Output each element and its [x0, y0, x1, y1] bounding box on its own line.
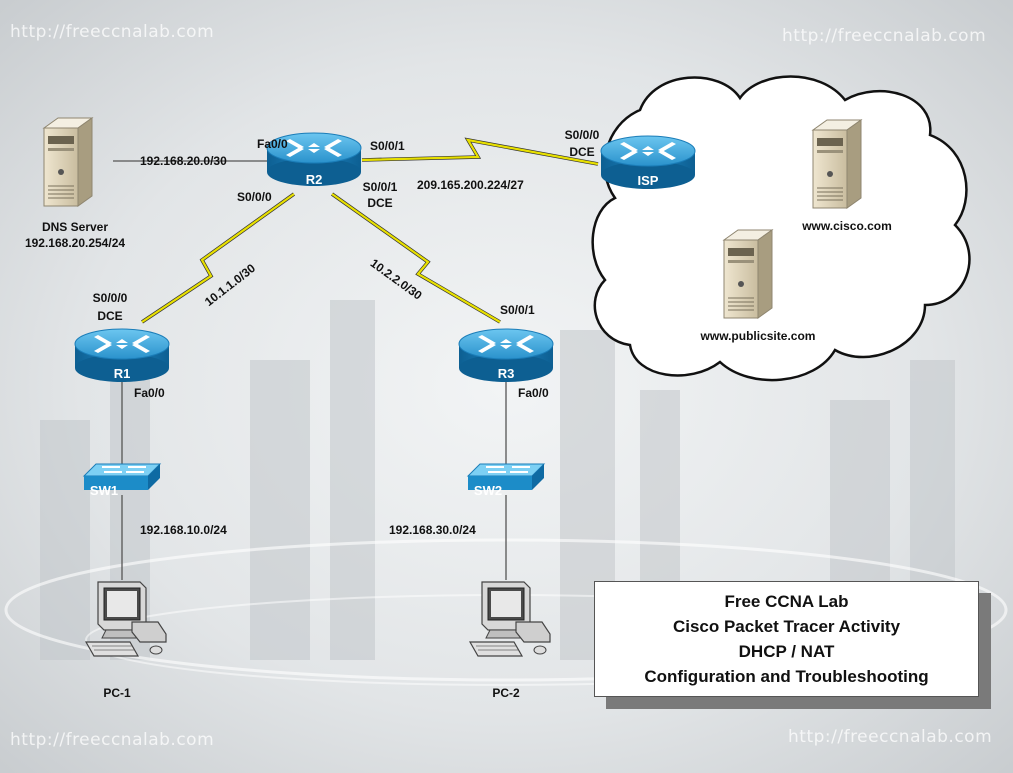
r1-dce-label: DCE — [97, 309, 123, 323]
cisco-server-label: www.cisco.com — [802, 219, 892, 233]
r1-fa00-label: Fa0/0 — [134, 386, 165, 400]
info-line-2: Cisco Packet Tracer Activity — [672, 617, 901, 636]
router-r1-label: R1 — [113, 366, 131, 381]
r1-s000-label: S0/0/0 — [92, 291, 128, 305]
r3-fa00-label: Fa0/0 — [518, 386, 549, 400]
dns-link-network: 192.168.20.0/30 — [140, 154, 227, 168]
switch-sw1-label: SW1 — [89, 483, 119, 498]
dns-server-icon — [43, 117, 93, 207]
info-line-3: DHCP / NAT — [738, 642, 835, 661]
isp-s000-label: S0/0/0 — [564, 128, 600, 142]
lan1-network: 192.168.10.0/24 — [140, 523, 227, 537]
isp-link-network: 209.165.200.224/27 — [417, 178, 524, 192]
watermark: http://freeccnalab.com — [788, 727, 993, 747]
lab-info-box: Free CCNA Lab Cisco Packet Tracer Activi… — [594, 581, 979, 697]
router-r3-label: R3 — [497, 366, 515, 381]
router-isp-label: ISP — [637, 173, 659, 188]
dns-server-name: DNS Server — [41, 220, 109, 234]
r2-s001-label: S0/0/1 — [370, 139, 405, 153]
cisco-server-icon — [812, 119, 862, 209]
r2-fa00-label: Fa0/0 — [257, 137, 288, 151]
lan2-network: 192.168.30.0/24 — [389, 523, 476, 537]
r2-dce-label: DCE — [367, 196, 393, 210]
info-line-1: Free CCNA Lab — [724, 592, 849, 611]
info-line-4: Configuration and Troubleshooting — [644, 667, 929, 686]
publicsite-server-label: www.publicsite.com — [700, 329, 816, 343]
watermark: http://freeccnalab.com — [10, 730, 215, 750]
r3-s001-label: S0/0/1 — [500, 303, 535, 317]
pc2-label: PC-2 — [492, 686, 520, 700]
pc1-label: PC-1 — [103, 686, 131, 700]
r2-s000-label: S0/0/0 — [237, 190, 272, 204]
isp-dce-label: DCE — [569, 145, 595, 159]
watermark: http://freeccnalab.com — [10, 22, 215, 42]
publicsite-server-icon — [723, 229, 773, 319]
switch-sw2-label: SW2 — [473, 483, 503, 498]
dns-server-ip: 192.168.20.254/24 — [24, 236, 126, 250]
serial-links — [141, 137, 599, 324]
watermark: http://freeccnalab.com — [782, 26, 987, 46]
router-r2-label: R2 — [305, 172, 323, 187]
r2-s001-dce-label: S0/0/1 — [362, 180, 398, 194]
